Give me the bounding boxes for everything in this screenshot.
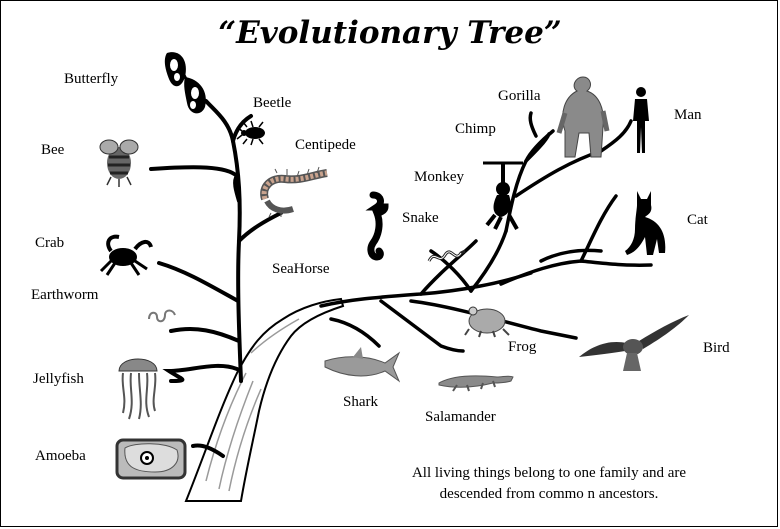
monkey-icon	[481, 159, 525, 231]
diagram-caption: All living things belong to one family a…	[379, 463, 719, 505]
label-man: Man	[674, 107, 702, 124]
shark-icon	[323, 347, 401, 387]
label-bee: Bee	[41, 142, 64, 159]
centipede-icon	[257, 169, 337, 217]
jellyfish-icon	[113, 351, 165, 421]
bird-icon	[577, 313, 691, 373]
man-icon	[627, 85, 655, 155]
label-amoeba: Amoeba	[35, 448, 86, 465]
beetle-icon	[237, 121, 271, 145]
label-monkey: Monkey	[414, 169, 464, 186]
bee-icon	[97, 135, 141, 187]
snake-icon	[427, 245, 467, 267]
frog-icon	[463, 303, 511, 337]
label-snake: Snake	[402, 210, 439, 227]
caption-line-2: descended from commo n ancestors.	[379, 484, 719, 505]
label-bird: Bird	[703, 340, 730, 357]
amoeba-icon	[115, 436, 189, 482]
label-salamander: Salamander	[425, 409, 496, 426]
label-butterfly: Butterfly	[64, 71, 118, 88]
label-chimp: Chimp	[455, 121, 496, 138]
salamander-icon	[437, 367, 515, 393]
seahorse-icon	[359, 191, 389, 265]
label-frog: Frog	[508, 339, 536, 356]
label-jellyfish: Jellyfish	[33, 371, 84, 388]
gorilla-icon	[557, 73, 609, 161]
crab-icon	[97, 233, 155, 277]
caption-line-1: All living things belong to one family a…	[379, 463, 719, 484]
label-seahorse: SeaHorse	[272, 261, 329, 278]
label-centipede: Centipede	[295, 137, 356, 154]
label-cat: Cat	[687, 212, 708, 229]
label-beetle: Beetle	[253, 95, 291, 112]
label-shark: Shark	[343, 394, 378, 411]
label-earthworm: Earthworm	[31, 287, 98, 304]
label-gorilla: Gorilla	[498, 88, 541, 105]
butterfly-icon	[159, 49, 211, 119]
cat-icon	[623, 189, 671, 259]
earthworm-icon	[147, 305, 179, 325]
label-crab: Crab	[35, 235, 64, 252]
